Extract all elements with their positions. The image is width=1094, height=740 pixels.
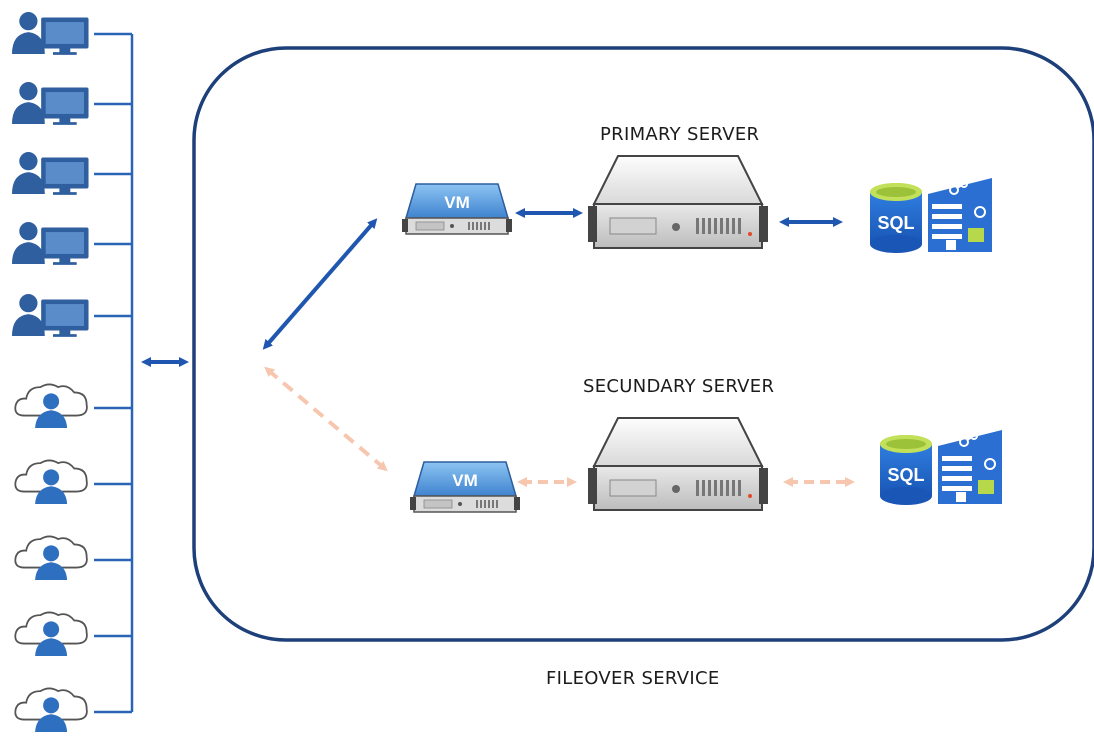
cloud-user-icon <box>14 459 88 504</box>
secondary-server-label: SECUNDARY SERVER <box>583 376 775 397</box>
client-bus <box>94 32 134 714</box>
secondary-vm: VM <box>410 461 520 513</box>
vm-label: VM <box>452 471 478 490</box>
user-workstation-icon <box>12 294 89 337</box>
sql-label: SQL <box>877 213 914 233</box>
active-link-arrow <box>262 218 378 350</box>
server-icon <box>588 417 768 511</box>
server-icon <box>588 155 768 249</box>
standby-link-arrow <box>264 366 388 472</box>
primary-sql: SQL <box>869 177 993 254</box>
cloud-user-icon <box>14 383 88 428</box>
vm-label: VM <box>444 193 470 212</box>
user-workstation-icon <box>12 12 89 55</box>
failover-service-boundary <box>192 46 1094 642</box>
failover-service-label: FILEOVER SERVICE <box>546 668 720 689</box>
cloud-user-icon <box>14 687 88 732</box>
user-workstation-icon <box>12 152 89 195</box>
primary-vm: VM <box>402 183 512 235</box>
sql-label: SQL <box>887 465 924 485</box>
cloud-user-icon <box>14 611 88 656</box>
primary-server-label: PRIMARY SERVER <box>600 124 760 145</box>
user-workstation-icon <box>12 222 89 265</box>
cloud-user-icon <box>14 535 88 580</box>
secondary-sql: SQL <box>879 429 1003 506</box>
user-workstation-icon <box>12 82 89 125</box>
